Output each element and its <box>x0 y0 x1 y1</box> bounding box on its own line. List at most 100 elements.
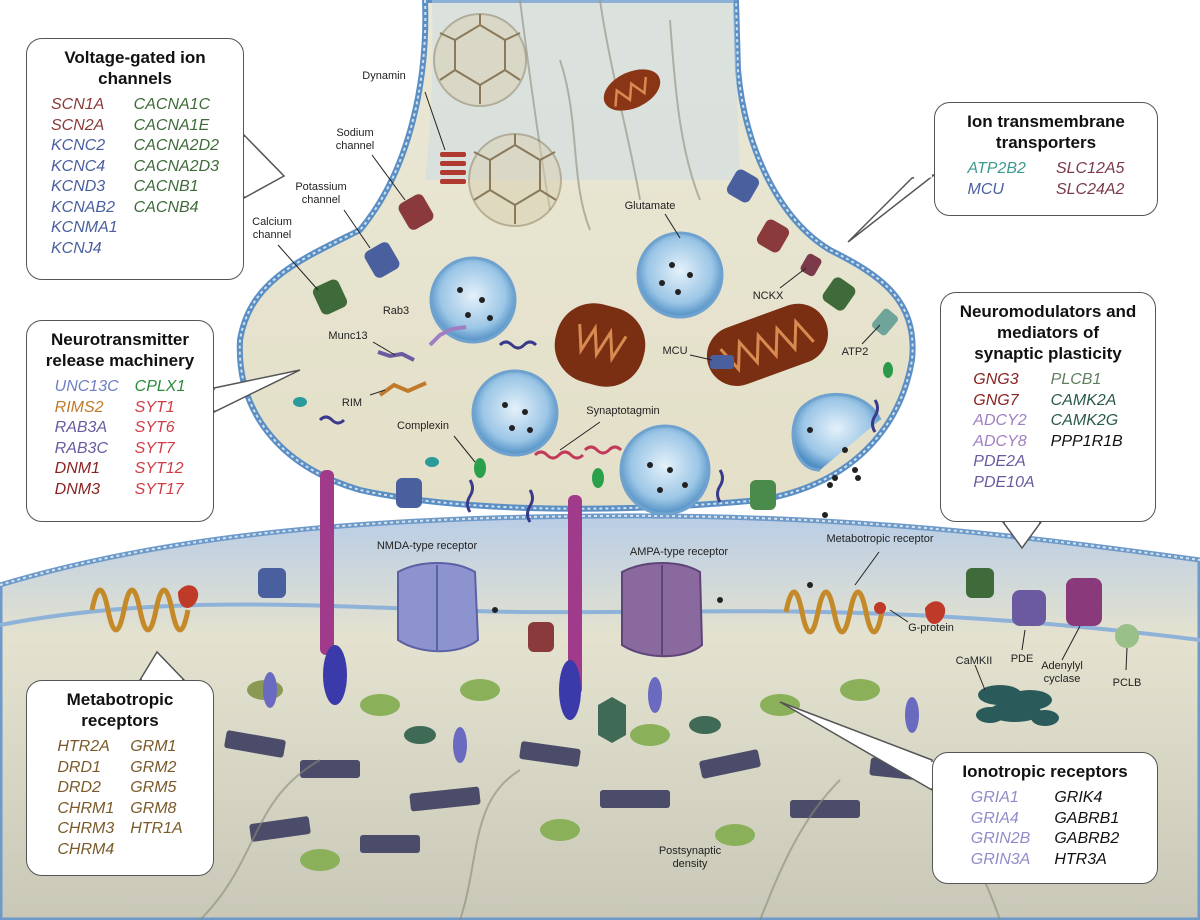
gene-name: SYT12 <box>134 460 184 477</box>
callout-title: Ion transmembrane transporters <box>967 112 1125 152</box>
label-sodium-channel: Sodium channel <box>335 127 375 152</box>
gene-name: GRIA1 <box>970 789 1019 806</box>
label-metabotropic-receptor: Metabotropic receptor <box>826 533 934 545</box>
mitochondrion-right <box>706 303 829 386</box>
gene-name: HTR1A <box>130 820 183 837</box>
gene-name: KCNJ4 <box>50 239 102 257</box>
label-pde: PDE <box>1010 653 1034 665</box>
ampa-receptor-shape <box>621 562 704 658</box>
gene-name: CACNA1E <box>133 116 210 134</box>
gene-name: ADCY2 <box>973 412 1027 429</box>
gene-name: CHRM4 <box>57 840 115 858</box>
label-potassium-channel: Potassium channel <box>295 181 347 206</box>
gene-name: CHRM1 <box>57 799 115 817</box>
callout-neurotransmitter-release-machinery: Neurotransmitter release machinery UNC13… <box>26 320 214 522</box>
label-synaptotagmin: Synaptotagmin <box>586 405 660 417</box>
label-calcium-channel: Calcium channel <box>252 216 292 241</box>
label-dynamin: Dynamin <box>362 70 406 82</box>
label-nckx: NCKX <box>752 290 784 302</box>
callout-voltage-gated-ion-channels: Voltage-gated ion channels SCN1A SCN2A KCN… <box>26 38 244 280</box>
gene-name: PDE10A <box>973 473 1035 491</box>
gene-name: GNG3 <box>973 371 1019 388</box>
callout-title: Metabotropic receptors <box>66 690 174 730</box>
gene-name: HTR2A <box>57 738 110 755</box>
gene-name: UNC13C <box>54 378 119 395</box>
label-rab3: Rab3 <box>382 305 410 317</box>
gene-name: PLCB1 <box>1050 371 1102 388</box>
callout-title: Voltage-gated ion channels <box>64 48 206 88</box>
gene-name: GRIA4 <box>970 809 1019 827</box>
gene-name: GRIN3A <box>970 850 1031 868</box>
presynaptic-channels <box>312 169 898 510</box>
callout-neuromodulators: Neuromodulators and mediators of synapti… <box>940 292 1156 522</box>
label-g-protein: G-protein <box>908 622 954 634</box>
gene-name: CACNB1 <box>133 178 199 195</box>
gene-name: SYT1 <box>134 398 175 416</box>
gene-name: SYT6 <box>134 419 175 436</box>
label-camkii: CaMKII <box>955 655 993 667</box>
gene-name: GRM1 <box>130 738 177 755</box>
label-postsynaptic-density: Postsynaptic density <box>658 845 722 870</box>
gene-name: GRM5 <box>130 779 177 796</box>
label-ampa-receptor: AMPA-type receptor <box>629 546 729 558</box>
gene-name: GRM2 <box>130 758 177 776</box>
gene-name: GRIN2B <box>970 830 1031 847</box>
label-complexin: Complexin <box>397 420 449 432</box>
gene-name: SLC24A2 <box>1055 180 1125 198</box>
gene-name: KCND3 <box>50 178 106 195</box>
gene-name: KCNMA1 <box>50 219 118 236</box>
gene-name: CAMK2A <box>1050 391 1117 409</box>
label-mcu: MCU <box>662 345 688 357</box>
receptor-stalk-2 <box>568 495 582 695</box>
cleft-glutamate <box>427 467 858 613</box>
gene-name: SCN2A <box>50 116 105 134</box>
label-rim: RIM <box>341 397 363 409</box>
clathrin-cage-top <box>433 13 527 107</box>
gene-name: CACNA2D2 <box>133 137 220 154</box>
gene-name: SCN1A <box>50 96 105 113</box>
label-nmda-receptor: NMDA-type receptor <box>376 540 478 552</box>
gene-name: CACNB4 <box>133 198 199 216</box>
label-glutamate: Glutamate <box>624 200 676 212</box>
dynamin-shape <box>440 152 466 184</box>
label-atp2: ATP2 <box>841 346 869 358</box>
gene-name: KCNC4 <box>50 157 106 175</box>
gene-name: DRD2 <box>57 779 101 796</box>
gene-name: SYT7 <box>134 439 175 457</box>
postsynaptic-density <box>224 672 926 871</box>
gpcr-metabotropic <box>89 587 885 635</box>
receptor-stalk-1 <box>320 470 334 655</box>
gene-name: GRIK4 <box>1054 789 1103 806</box>
munc13-rab3-rim <box>377 325 467 397</box>
clathrin-cage <box>468 133 562 227</box>
gene-name: RAB3C <box>54 439 108 457</box>
gene-name: PPP1R1B <box>1050 432 1123 450</box>
mitochondrion-left <box>554 303 646 387</box>
gene-name: ADCY8 <box>973 432 1027 450</box>
callout-title: Neuromodulators and mediators of synapti… <box>959 302 1137 363</box>
gene-name: GABRB1 <box>1054 809 1120 827</box>
gene-name: HTR3A <box>1054 850 1107 868</box>
gene-name: KCNC2 <box>50 137 106 154</box>
gene-name: SLC12A5 <box>1055 160 1125 177</box>
gene-name: KCNAB2 <box>50 198 115 216</box>
gene-name: CPLX1 <box>134 378 186 395</box>
gene-name: PDE2A <box>973 453 1026 470</box>
label-munc13: Munc13 <box>328 330 368 342</box>
gene-name: RAB3A <box>54 419 108 436</box>
gene-name: DNM3 <box>54 480 100 498</box>
gene-name: GRM8 <box>130 799 177 817</box>
synaptic-vesicles <box>429 231 882 516</box>
